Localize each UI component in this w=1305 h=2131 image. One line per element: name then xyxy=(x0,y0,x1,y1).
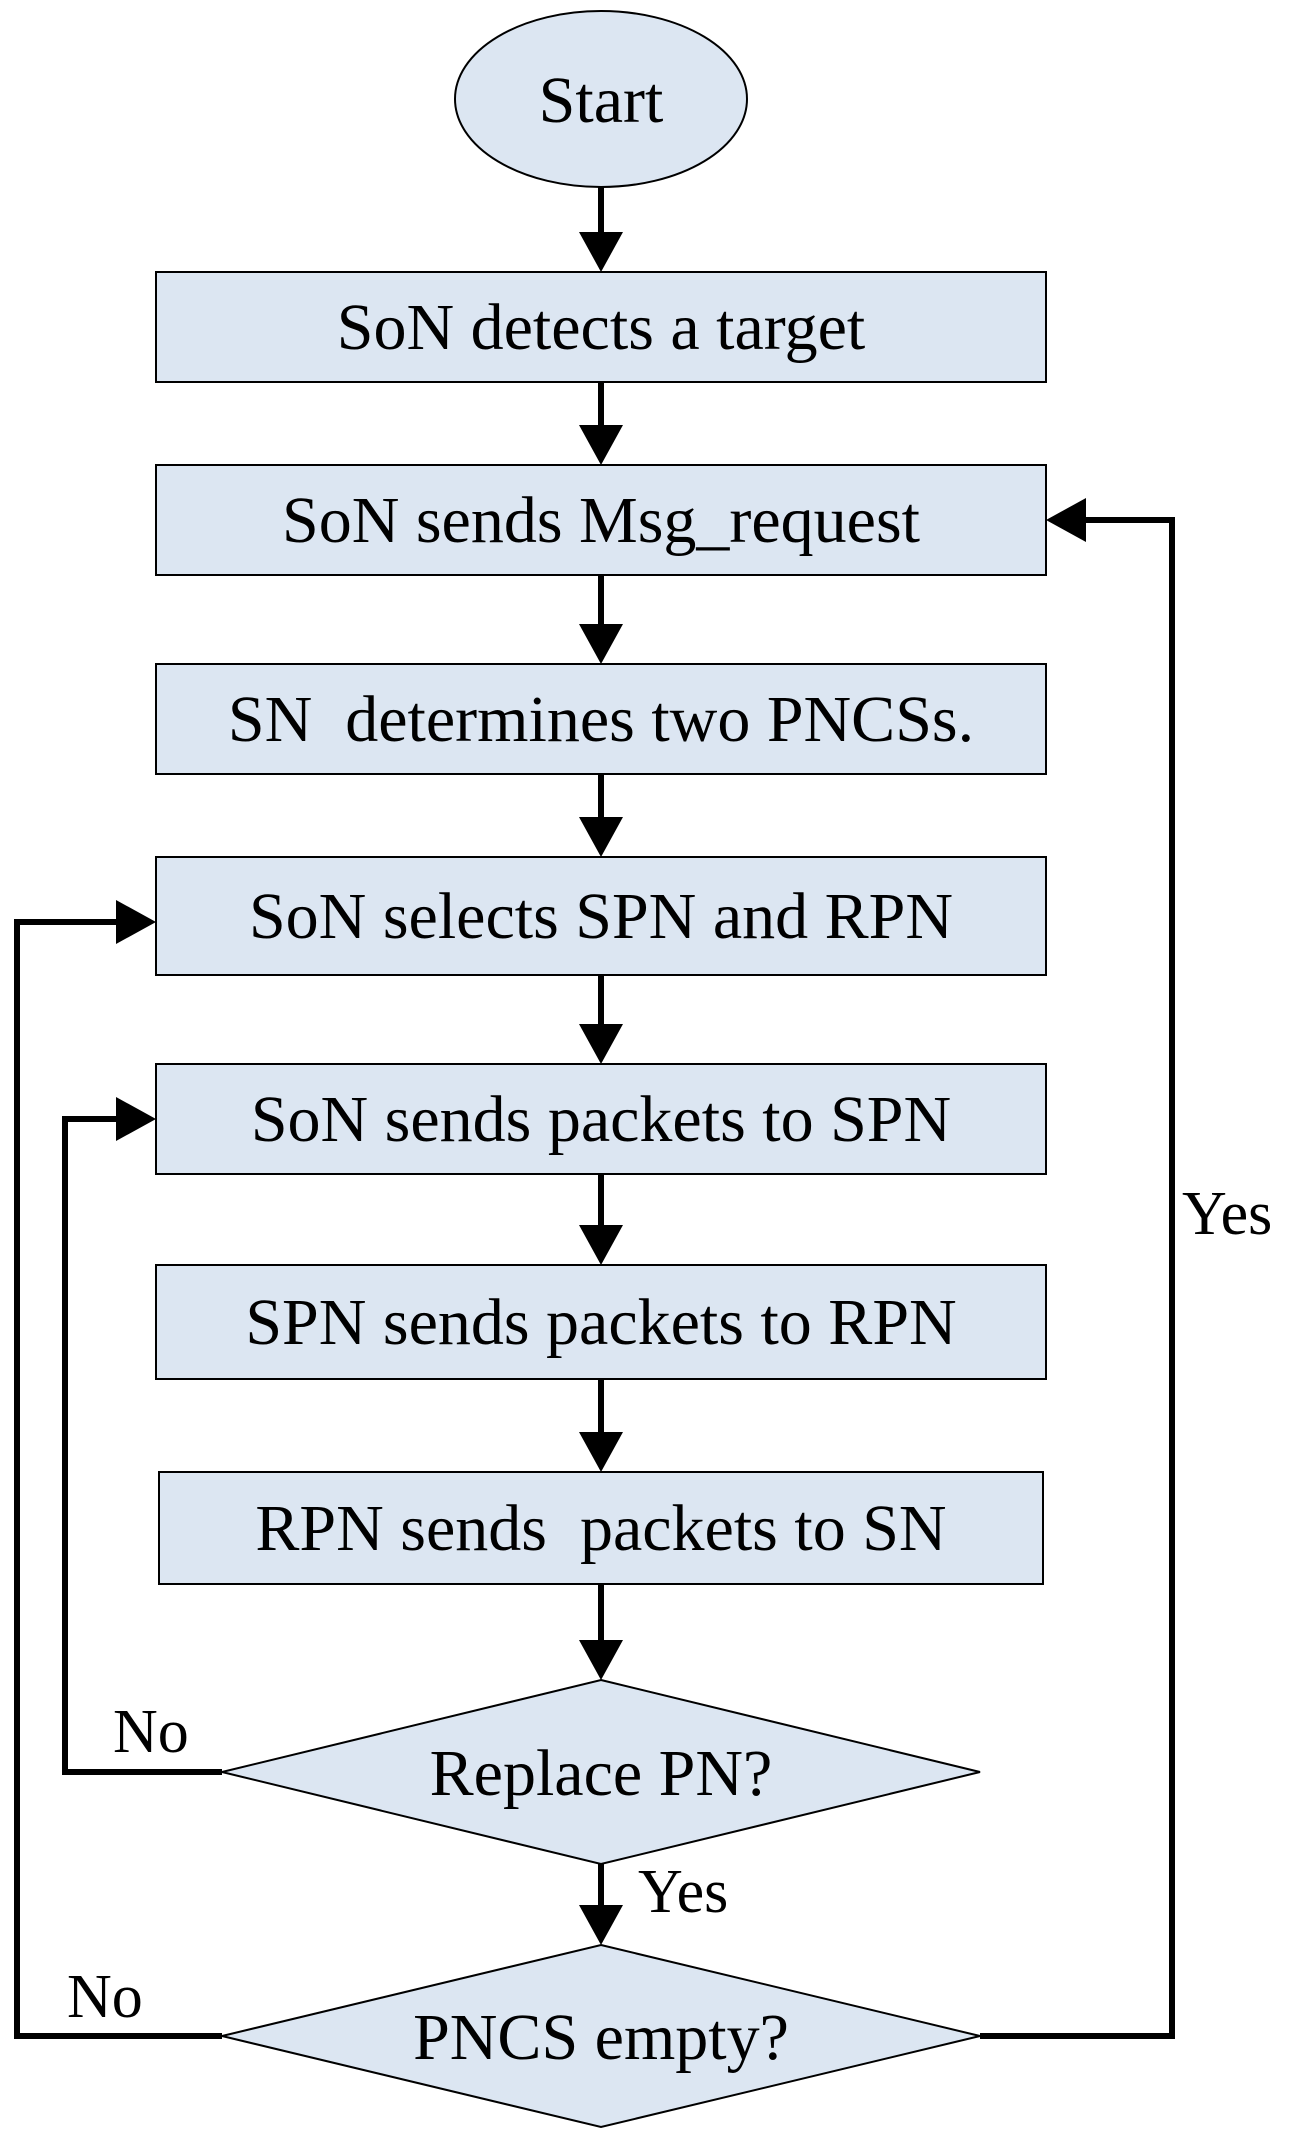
arrowhead-down-icon xyxy=(579,1024,623,1064)
replace-no-label: No xyxy=(113,1698,189,1766)
detect-target-label: SoN detects a target xyxy=(337,291,865,364)
pncs-empty-label: PNCS empty? xyxy=(413,2001,789,2074)
send-to-spn-label: SoN sends packets to SPN xyxy=(251,1083,951,1156)
start-label: Start xyxy=(539,64,664,137)
detect-target-box xyxy=(155,271,1047,383)
rpn-to-sn-box xyxy=(158,1471,1044,1585)
arrowhead-down-icon xyxy=(579,624,623,664)
loop-empty-no xyxy=(14,919,222,2039)
arrowhead-down-icon xyxy=(579,232,623,272)
spn-to-rpn-label: SPN sends packets to RPN xyxy=(245,1286,956,1359)
rpn-to-sn-label: RPN sends packets to SN xyxy=(255,1492,946,1565)
arrowhead-down-icon xyxy=(579,1905,623,1945)
empty-yes-label: Yes xyxy=(1182,1180,1272,1248)
select-spn-rpn-box xyxy=(155,856,1047,976)
arrowhead-right-icon xyxy=(116,1097,156,1141)
determine-pncs-box xyxy=(155,663,1047,775)
arrowhead-down-icon xyxy=(579,1640,623,1680)
send-request-label: SoN sends Msg_request xyxy=(282,484,920,557)
replace-pn-label: Replace PN? xyxy=(430,1737,773,1810)
arrowhead-down-icon xyxy=(579,1432,623,1472)
loop-empty-yes xyxy=(980,517,1175,2039)
determine-pncs-label: SN determines two PNCSs. xyxy=(228,683,974,756)
select-spn-rpn-label: SoN selects SPN and RPN xyxy=(249,880,953,953)
arrowhead-left-icon xyxy=(1046,498,1086,542)
arrowhead-down-icon xyxy=(579,1225,623,1265)
pncs-empty-decision xyxy=(221,1943,981,2129)
arrowhead-down-icon xyxy=(579,425,623,465)
empty-no-label: No xyxy=(67,1963,143,2031)
replace-yes-label: Yes xyxy=(638,1858,728,1926)
loop-replace-no xyxy=(62,1116,222,1775)
arrowhead-right-icon xyxy=(116,900,156,944)
arrowhead-down-icon xyxy=(579,817,623,857)
